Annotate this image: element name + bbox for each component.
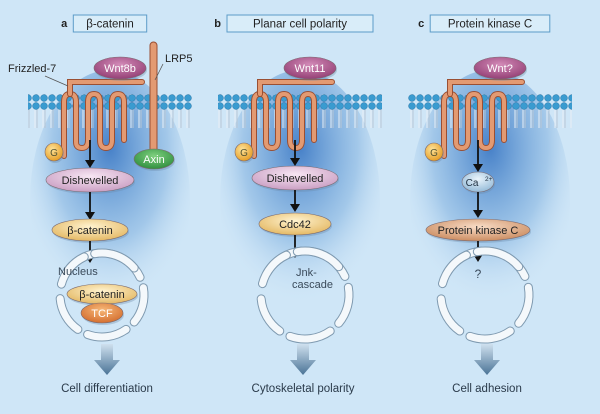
panel-title: Planar cell polarity	[253, 19, 347, 31]
g-protein	[424, 142, 444, 162]
nucleus-envelope-segment	[258, 251, 290, 288]
outcome-label: Cell differentiation	[61, 383, 153, 395]
dishevelled-label: Dishevelled	[267, 173, 324, 185]
calcium-label: Ca	[466, 178, 479, 189]
g-protein-label: G	[240, 148, 248, 159]
ligand-label: Wnt8b	[104, 63, 136, 75]
panel-title: Protein kinase C	[448, 19, 532, 31]
outcome-arrow-icon	[290, 344, 316, 375]
panel-title: β-catenin	[86, 19, 134, 31]
dishevelled-label: Dishevelled	[62, 175, 119, 187]
g-protein	[44, 142, 64, 162]
g-protein-label: G	[50, 148, 58, 159]
arrow-2-head	[290, 204, 300, 212]
nucleus-envelope-segment	[335, 283, 353, 327]
ligand	[93, 56, 147, 80]
nucleus-envelope-segment	[515, 283, 533, 327]
receptor-icon	[252, 91, 316, 158]
nucleus-envelope-segment	[56, 295, 82, 333]
beta-catenin-label: β-catenin	[67, 225, 112, 237]
frizzled-label: Frizzled-7	[8, 63, 56, 75]
protein-kinase-c-label: Protein kinase C	[438, 225, 519, 237]
unknown-label: ?	[475, 267, 482, 281]
panel-letter: a	[61, 18, 68, 30]
nucleus-envelope-segment	[130, 284, 148, 326]
tcf-label: TCF	[91, 308, 113, 320]
arrow-2-head	[85, 212, 95, 220]
nucleus-envelope-segment	[293, 247, 343, 271]
outcome-label: Cytoskeletal polarity	[252, 383, 355, 395]
arrow-1-head	[85, 160, 95, 168]
arrow-2-head	[473, 210, 483, 218]
cdc42-label: Cdc42	[279, 219, 311, 231]
lrp5-label: LRP5	[165, 53, 193, 65]
panel-title-box	[72, 14, 148, 33]
panel-letter: b	[214, 18, 221, 30]
receptor-arm	[258, 80, 334, 96]
outcome-arrow-icon	[474, 344, 500, 375]
panel-title-box	[226, 14, 374, 33]
ligand	[473, 56, 527, 80]
tcf	[80, 302, 124, 324]
outcome-arrow-icon	[94, 344, 120, 375]
panel-title-box	[429, 14, 551, 33]
nuclear-beta-catenin-label: β-catenin	[79, 289, 124, 301]
nucleus-envelope-segment	[466, 327, 514, 343]
arrow-1-head	[290, 158, 300, 166]
frizzled-leader	[44, 75, 69, 87]
receptor-arm	[68, 80, 144, 96]
cascade-label: cascade	[292, 279, 333, 291]
g-protein	[234, 142, 254, 162]
axin-label: Axin	[143, 154, 164, 166]
lrp5-leader	[154, 63, 164, 81]
g-protein-label: G	[430, 148, 438, 159]
calcium-charge: 2+	[485, 176, 493, 183]
nucleus-label: Nucleus	[58, 266, 98, 278]
outcome-label: Cell adhesion	[452, 383, 522, 395]
nucleus-envelope-segment	[84, 325, 130, 341]
arrow-1-head	[473, 164, 483, 172]
lrp5-coreceptor	[149, 41, 158, 155]
jnk-label: Jnk-	[296, 267, 317, 279]
nucleus-envelope-segment	[286, 327, 334, 343]
ligand-label: Wnt11	[295, 63, 326, 75]
panel-letter: c	[418, 18, 424, 30]
axin	[133, 148, 175, 170]
nucleus-envelope-segment	[91, 249, 138, 272]
nucleus-envelope-segment	[57, 253, 88, 288]
ligand	[283, 56, 337, 80]
receptor-arm	[448, 80, 524, 96]
nucleus-envelope-segment	[473, 247, 523, 271]
nucleus-envelope-segment	[437, 295, 464, 335]
receptor-icon	[442, 91, 506, 158]
receptor-icon	[62, 91, 126, 158]
nucleus-envelope-segment	[438, 251, 470, 288]
ligand-label: Wnt?	[487, 63, 513, 75]
nucleus-envelope-segment	[257, 295, 284, 335]
